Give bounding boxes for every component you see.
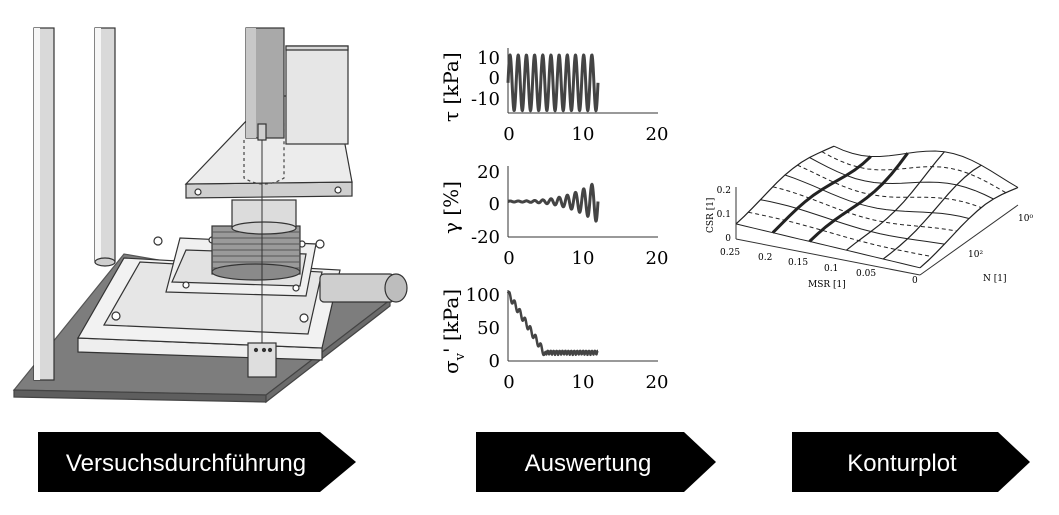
sigma-plot: 100 50 0 0 10 20 σv' [kPa]	[439, 285, 668, 393]
gamma-ylabel: γ [%]	[439, 181, 463, 234]
surface-line	[784, 174, 970, 219]
svg-text:σv' [kPa]: σv' [kPa]	[439, 289, 468, 374]
surface-line	[772, 186, 957, 232]
surface-line	[760, 199, 945, 245]
n-tick-2: 10²	[968, 250, 983, 260]
gamma-ytick-1: 20	[477, 162, 500, 183]
gamma-series-line	[506, 182, 600, 223]
sigma-series-line	[506, 290, 599, 357]
gamma-xtick-2: 10	[572, 248, 595, 269]
gamma-xtick-1: 0	[503, 248, 514, 269]
surface-line	[919, 186, 1019, 269]
msr-axis-label: MSR [1]	[808, 280, 846, 290]
sigma-ytick-3: 0	[489, 351, 500, 372]
tau-ytick-1: 10	[477, 48, 500, 69]
gamma-ytick-2: 0	[489, 194, 500, 215]
sigma-xtick-3: 20	[646, 372, 669, 393]
surface-wireframe	[735, 145, 1019, 269]
step-arrow-2: Auswertung	[476, 432, 716, 492]
msr-tick-4: 0.1	[824, 264, 838, 274]
surface-line	[846, 151, 945, 251]
step-label-3: Konturplot	[847, 450, 957, 477]
csr-tick-2: 0.1	[717, 210, 731, 220]
tau-plot: 10 0 -10 0 10 20 τ [kPa]	[439, 48, 668, 145]
csr-tick-3: 0	[725, 234, 731, 244]
sigma-ylabel-rest: ' [kPa]	[439, 289, 463, 353]
sensor-box	[247, 342, 277, 378]
step-label-1: Versuchsdurchführung	[66, 450, 306, 477]
msr-tick-2: 0.2	[758, 253, 772, 263]
time-history-plots: 10 0 -10 0 10 20 τ [kPa] 20 0 -20 0 10 2…	[439, 48, 668, 393]
sigma-xtick-2: 10	[572, 372, 595, 393]
tau-series-line	[506, 53, 600, 113]
side-actuator	[319, 273, 395, 303]
sigma-xtick-1: 0	[503, 372, 514, 393]
surface-line	[882, 164, 982, 260]
gamma-xtick-3: 20	[646, 248, 669, 269]
step-label-2: Auswertung	[525, 450, 652, 477]
sigma-ytick-1: 100	[466, 285, 500, 306]
sigma-ylabel-main: σ	[439, 360, 463, 374]
gamma-ytick-3: -20	[471, 227, 500, 248]
n-tick-1: 10⁰	[1018, 214, 1033, 224]
csr-axis-label: CSR [1]	[706, 198, 716, 233]
tau-ytick-3: -10	[471, 89, 500, 110]
msr-tick-6: 0	[912, 276, 918, 286]
contour-plot-3d: 0.2 0.1 0 CSR [1] 0.25 0.2 0.15 0.1 0.05…	[706, 145, 1033, 290]
surface-line	[735, 223, 921, 269]
surface-line	[808, 152, 909, 243]
sigma-ytick-2: 50	[477, 318, 500, 339]
msr-tick-3: 0.15	[788, 258, 808, 268]
surface-line	[833, 145, 1019, 188]
csr-tick-1: 0.2	[717, 186, 731, 196]
surface-line	[771, 155, 872, 234]
test-apparatus-illustration	[12, 27, 408, 404]
tau-xtick-1: 0	[503, 124, 514, 145]
sigma-ylabel-sub: v	[453, 352, 468, 361]
surface-line	[809, 157, 994, 200]
tau-xtick-3: 20	[646, 124, 669, 145]
msr-tick-5: 0.05	[856, 269, 876, 279]
process-steps: Versuchsdurchführung Auswertung Konturpl…	[38, 432, 1030, 492]
surface-line	[748, 211, 933, 258]
n-axis-label: N [1]	[983, 274, 1006, 284]
gamma-plot: 20 0 -20 0 10 20 γ [%]	[439, 162, 668, 269]
surface-line	[797, 164, 982, 209]
tau-ylabel: τ [kPa]	[439, 52, 463, 122]
step-arrow-3: Konturplot	[792, 432, 1030, 492]
tau-ytick-2: 0	[489, 68, 500, 89]
step-arrow-1: Versuchsdurchführung	[38, 432, 356, 492]
surface-line	[735, 145, 835, 225]
tau-xtick-2: 10	[572, 124, 595, 145]
msr-tick-1: 0.25	[720, 248, 740, 258]
